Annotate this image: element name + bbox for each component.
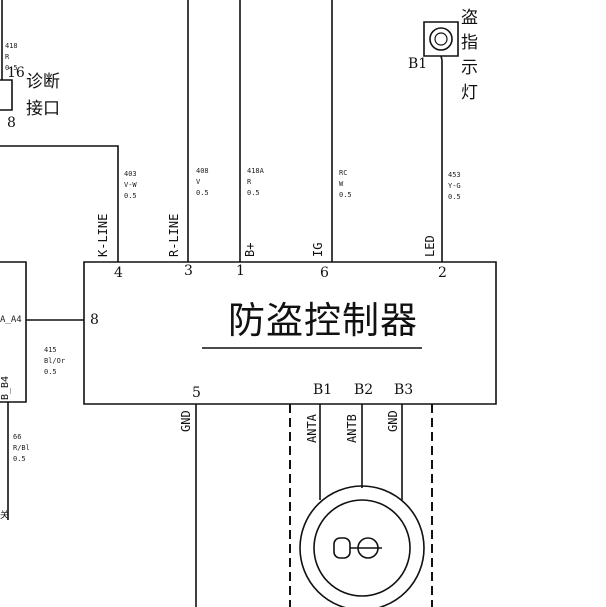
indicator-label: 盗指示灯	[461, 8, 478, 103]
antenna-pin-b3: B3	[394, 382, 414, 398]
wire-k-line	[0, 146, 118, 262]
left-connector-pin-b: B_B4	[0, 375, 11, 400]
controller-title: 防盗控制器	[228, 299, 418, 342]
pin-number-3: 3	[184, 263, 193, 279]
pin-number-1: 1	[236, 263, 245, 279]
pin-number-5: 5	[192, 385, 201, 401]
antenna-pin-b2: B2	[354, 382, 374, 398]
signal-gnd: GND	[179, 410, 193, 432]
signal-b-plus: B+	[243, 242, 257, 257]
pin-number-6: 6	[320, 265, 329, 281]
signal-k-line: K-LINE	[96, 213, 110, 257]
key-icon-head	[334, 538, 350, 558]
pin-number-4: 4	[114, 265, 123, 281]
pin-number-2: 2	[438, 265, 447, 281]
signal-ant-gnd: GND	[386, 410, 400, 432]
signal-ig: IG	[311, 242, 325, 257]
antenna-coil-inner	[314, 500, 410, 596]
diag-label-1: 诊断	[26, 72, 60, 92]
signal-r-line: R-LINE	[167, 213, 181, 257]
signal-anta: ANTA	[305, 414, 319, 443]
diag-label-2: 接口	[26, 99, 60, 119]
pin-number-8: 8	[90, 312, 99, 328]
antenna-pin-b1: B1	[313, 382, 333, 398]
signal-led: LED	[423, 235, 437, 257]
diag-pin-top: 16	[7, 65, 25, 81]
signal-antb: ANTB	[345, 414, 359, 443]
left-cut-text: 关	[0, 511, 10, 521]
antenna-coil-outer	[300, 486, 424, 607]
indicator-ref: B1	[408, 56, 428, 72]
diag-pin-bottom: 8	[7, 115, 16, 131]
indicator-lamp-box	[424, 22, 458, 56]
left-connector-pin-a: A_A4	[0, 315, 22, 325]
key-icon-ring	[358, 538, 378, 558]
indicator-lamp-icon	[430, 28, 452, 50]
